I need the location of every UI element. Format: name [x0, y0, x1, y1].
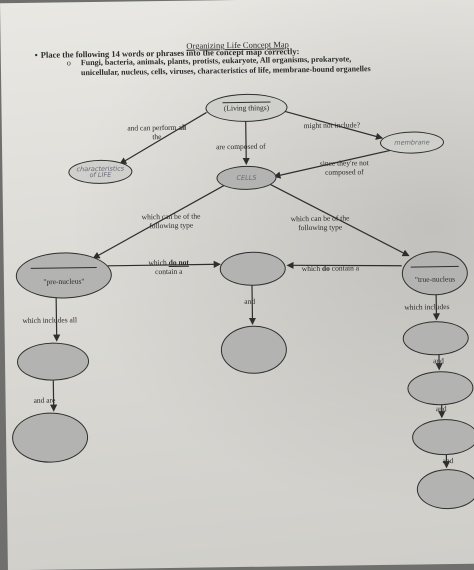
node-living-things-label: (Living things): [206, 103, 286, 113]
link-and-are: and are: [34, 397, 56, 406]
link-composed-of: are composed of: [216, 143, 266, 152]
link-might-not-include: might not include?: [304, 121, 360, 130]
node-true-nucleus-label: "true-nucleus: [403, 274, 467, 284]
link-can-be-left-line2: following type: [149, 220, 193, 230]
link-includes-all: which includes all: [22, 316, 77, 325]
link-and-right-2: and: [436, 405, 447, 414]
link-can-be-right: which can be of the following type: [279, 214, 361, 232]
node-right-4-blank: [417, 469, 474, 510]
answer-blank: [411, 266, 459, 268]
link-do-contain-which: which: [302, 264, 322, 273]
handwritten-characteristics-line2: of: [89, 171, 95, 179]
sub-bullet-icon: o: [67, 58, 71, 68]
link-all-word: all: [178, 123, 186, 132]
link-do-not-contain: contain a: [155, 266, 182, 275]
link-do-contain: which do contain a: [302, 264, 359, 273]
node-pre-nucleus-label: "pre-nucleus": [17, 276, 111, 286]
handwritten-cells: CELLS: [217, 173, 275, 182]
link-and-right-3: and: [442, 457, 453, 466]
link-do-contain-rest: contain a: [330, 263, 359, 272]
link-do-not-contain: which do not contain a: [134, 258, 204, 276]
handwritten-characteristics: characteristics of LIFE: [69, 165, 131, 178]
link-since-not-composed: since they're not composed of: [304, 159, 384, 177]
link-can-be-left: which can be of the following type: [131, 212, 211, 230]
link-the-word: the: [152, 132, 161, 141]
handwritten-membrane: membrane: [381, 138, 443, 147]
link-can-perform: and can perform all the: [122, 124, 192, 142]
handwritten-characteristics-line3: LIFE: [98, 171, 112, 179]
link-and-center: and: [244, 298, 255, 307]
answer-blank: [31, 267, 97, 269]
link-can-be-right-line2: following type: [298, 222, 342, 232]
link-and-right-1: and: [433, 357, 444, 366]
node-right-3-blank: [412, 419, 474, 456]
link-includes-right: which includes: [404, 303, 449, 312]
link-since-line2: composed of: [325, 167, 364, 177]
bullet-icon: •: [35, 50, 38, 60]
